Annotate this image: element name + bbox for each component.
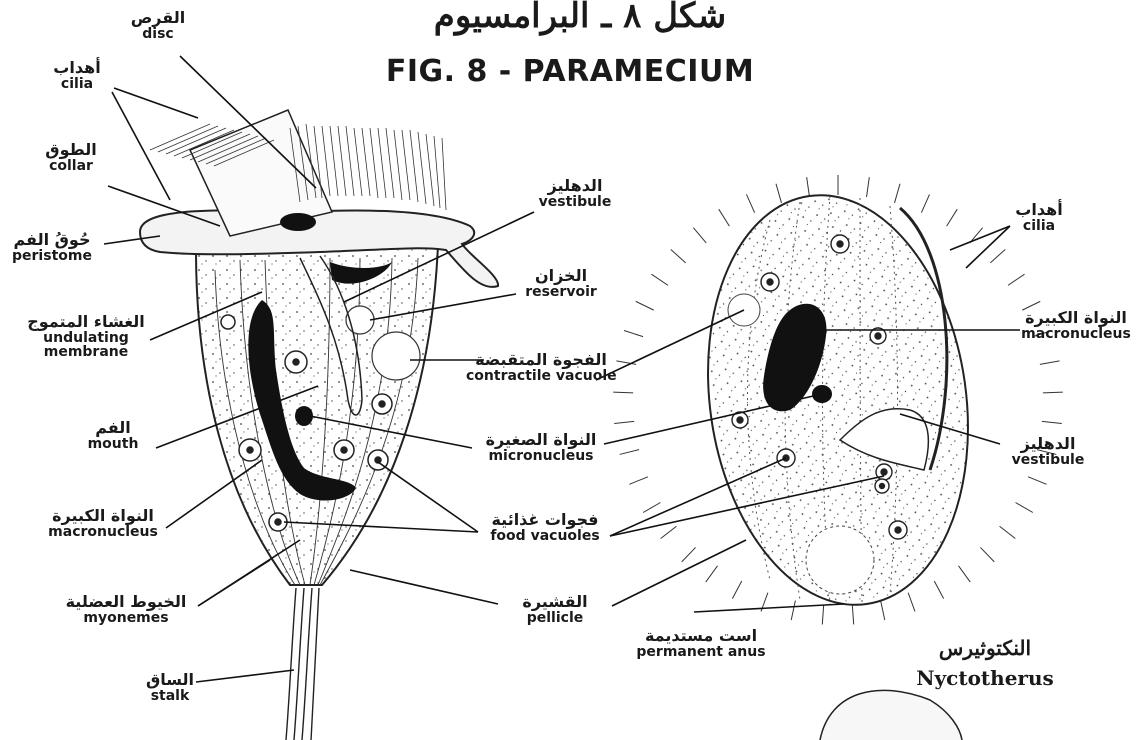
label-pellicle: القشيرة pellicle <box>500 594 610 625</box>
label-stalk-ar: الساق <box>140 672 200 689</box>
label-cilia-left: أهداب cilia <box>42 60 112 91</box>
upper-blob <box>280 213 316 231</box>
label-food-vacuoles-ar: فجوات غذائية <box>480 512 610 529</box>
label-contractile-vacuole-ar: الفجوة المتقبضة <box>466 352 616 369</box>
label-myonemes-ar: الخيوط العضلية <box>56 594 196 611</box>
label-micronucleus-en: micronucleus <box>476 449 606 464</box>
label-food-vacuoles-en: food vacuoles <box>480 529 610 544</box>
label-vestibule-right-ar: الدهليز <box>998 436 1098 453</box>
label-peristome-ar: حُوقُ الفم <box>2 232 102 249</box>
label-undulating-membrane-en: undulating membrane <box>36 331 136 360</box>
title-english: FIG. 8 - PARAMECIUM <box>360 54 780 89</box>
label-food-vacuoles: فجوات غذائية food vacuoles <box>480 512 610 543</box>
label-disc-en: disc <box>128 27 188 42</box>
label-collar: الطوق collar <box>36 142 106 173</box>
label-stalk: الساق stalk <box>140 672 200 703</box>
label-vestibule-mid: الدهليز vestibule <box>530 178 620 209</box>
label-vestibule-right: الدهليز vestibule <box>998 436 1098 467</box>
label-contractile-vacuole-en: contractile vacuole <box>466 369 616 384</box>
label-macronucleus-right-en: macronucleus <box>1012 327 1140 342</box>
label-peristome-en: peristome <box>2 249 102 264</box>
label-macronucleus-right-ar: النواة الكبيرة <box>1012 310 1140 327</box>
label-cilia-left-ar: أهداب <box>42 60 112 77</box>
label-micronucleus: النواة الصغيرة micronucleus <box>476 432 606 463</box>
title-arabic: شكل ٨ ـ البرامسيوم <box>400 0 760 36</box>
label-permanent-anus: است مستديمة permanent anus <box>626 628 776 659</box>
organism-name-arabic: النكتوثيرس <box>925 636 1045 660</box>
label-cilia-right-en: cilia <box>1004 219 1074 234</box>
partial-organism <box>820 690 962 740</box>
label-cilia-right-ar: أهداب <box>1004 202 1074 219</box>
label-macronucleus-left-ar: النواة الكبيرة <box>38 508 168 525</box>
label-collar-ar: الطوق <box>36 142 106 159</box>
label-cilia-left-en: cilia <box>42 77 112 92</box>
label-disc-ar: القرص <box>128 10 188 27</box>
label-macronucleus-left-en: macronucleus <box>38 525 168 540</box>
label-micronucleus-ar: النواة الصغيرة <box>476 432 606 449</box>
label-pellicle-en: pellicle <box>500 611 610 626</box>
label-pellicle-ar: القشيرة <box>500 594 610 611</box>
stalk-shape <box>286 588 319 740</box>
label-vestibule-mid-en: vestibule <box>530 195 620 210</box>
contractile-vacuole-shape <box>372 332 420 380</box>
label-vestibule-right-en: vestibule <box>998 453 1098 468</box>
label-permanent-anus-en: permanent anus <box>626 645 776 660</box>
label-vestibule-mid-ar: الدهليز <box>530 178 620 195</box>
label-mouth: الفم mouth <box>76 420 150 451</box>
label-stalk-en: stalk <box>140 689 200 704</box>
left-organism <box>140 110 498 740</box>
label-contractile-vacuole: الفجوة المتقبضة contractile vacuole <box>466 352 616 383</box>
label-reservoir-en: reservoir <box>516 285 606 300</box>
label-permanent-anus-ar: است مستديمة <box>626 628 776 645</box>
label-myonemes-en: myonemes <box>56 611 196 626</box>
label-reservoir: الخزان reservoir <box>516 268 606 299</box>
label-mouth-ar: الفم <box>76 420 150 437</box>
organism-name-english: Nyctotherus <box>905 666 1065 690</box>
label-macronucleus-right: النواة الكبيرة macronucleus <box>1012 310 1140 341</box>
label-undulating-membrane-ar: الغشاء المتموج <box>16 314 156 331</box>
label-undulating-membrane: الغشاء المتموج undulating membrane <box>16 314 156 360</box>
label-reservoir-ar: الخزان <box>516 268 606 285</box>
label-myonemes: الخيوط العضلية myonemes <box>56 594 196 625</box>
label-peristome: حُوقُ الفم peristome <box>2 232 102 263</box>
label-collar-en: collar <box>36 159 106 174</box>
label-cilia-right: أهداب cilia <box>1004 202 1074 233</box>
label-mouth-en: mouth <box>76 437 150 452</box>
label-macronucleus-left: النواة الكبيرة macronucleus <box>38 508 168 539</box>
label-disc: القرص disc <box>128 10 188 41</box>
